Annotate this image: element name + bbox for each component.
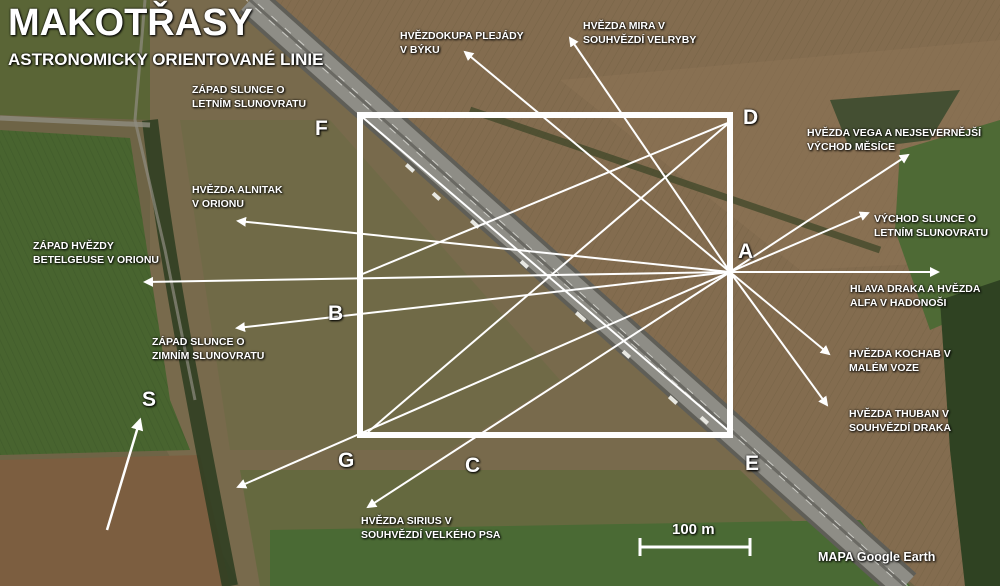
road-west [0, 115, 151, 128]
north-label-s: S [142, 388, 157, 411]
meadow-east [895, 120, 1000, 330]
label-sirius: HVĚZDA SIRIUS V SOUHVĚZDÍ VELKÉHO PSA [361, 515, 501, 541]
label-betelgeuse: ZÁPAD HVĚZDY BETELGEUSE V ORIONU [33, 240, 160, 266]
label-vega: HVĚZDA VEGA A NEJSEVERNĚJŠÍ VÝCHOD MĚSÍC… [807, 127, 982, 153]
tree-line-field [468, 106, 882, 254]
alignment-lines [143, 36, 940, 509]
label-kochab: HVĚZDA KOCHAB V MALÉM VOZE [849, 348, 951, 374]
map-credit: MAPA Google Earth [818, 550, 936, 564]
field-south-green [270, 520, 910, 586]
field-southwest-brown [0, 455, 230, 586]
point-a: A [738, 240, 754, 263]
north-arrow [105, 417, 144, 531]
point-b: B [328, 302, 344, 325]
scale-bar [638, 538, 752, 556]
point-e: E [745, 452, 760, 475]
map-subtitle: ASTRONOMICKY ORIENTOVANÉ LINIE [8, 50, 324, 69]
label-vychod-leto: VÝCHOD SLUNCE O LETNÍM SLUNOVRATU [874, 213, 989, 239]
point-f: F [315, 117, 328, 140]
map-title: MAKOTŘASY [8, 2, 253, 44]
label-plejady: HVĚZDOKUPA PLEJÁDY V BÝKU [400, 30, 524, 56]
point-c: C [465, 454, 481, 477]
point-d: D [743, 106, 759, 129]
label-thuban: HVĚZDA THUBAN V SOUHVĚZDÍ DRAKA [849, 408, 952, 434]
label-hlava-draka: HLAVA DRAKA A HVĚZDA ALFA V HADONOŠI [850, 283, 981, 309]
scale-label: 100 m [672, 521, 715, 538]
forest-east [940, 280, 1000, 586]
label-alnitak: HVĚZDA ALNITAK V ORIONU [192, 184, 283, 210]
label-zapad-zima: ZÁPAD SLUNCE O ZIMNÍM SLUNOVRATU [152, 336, 265, 362]
point-g: G [338, 449, 355, 472]
label-zapad-leto: ZÁPAD SLUNCE O LETNÍM SLUNOVRATU [192, 84, 307, 110]
label-mira: HVĚZDA MIRA V SOUHVĚZDÍ VELRYBY [583, 20, 697, 46]
